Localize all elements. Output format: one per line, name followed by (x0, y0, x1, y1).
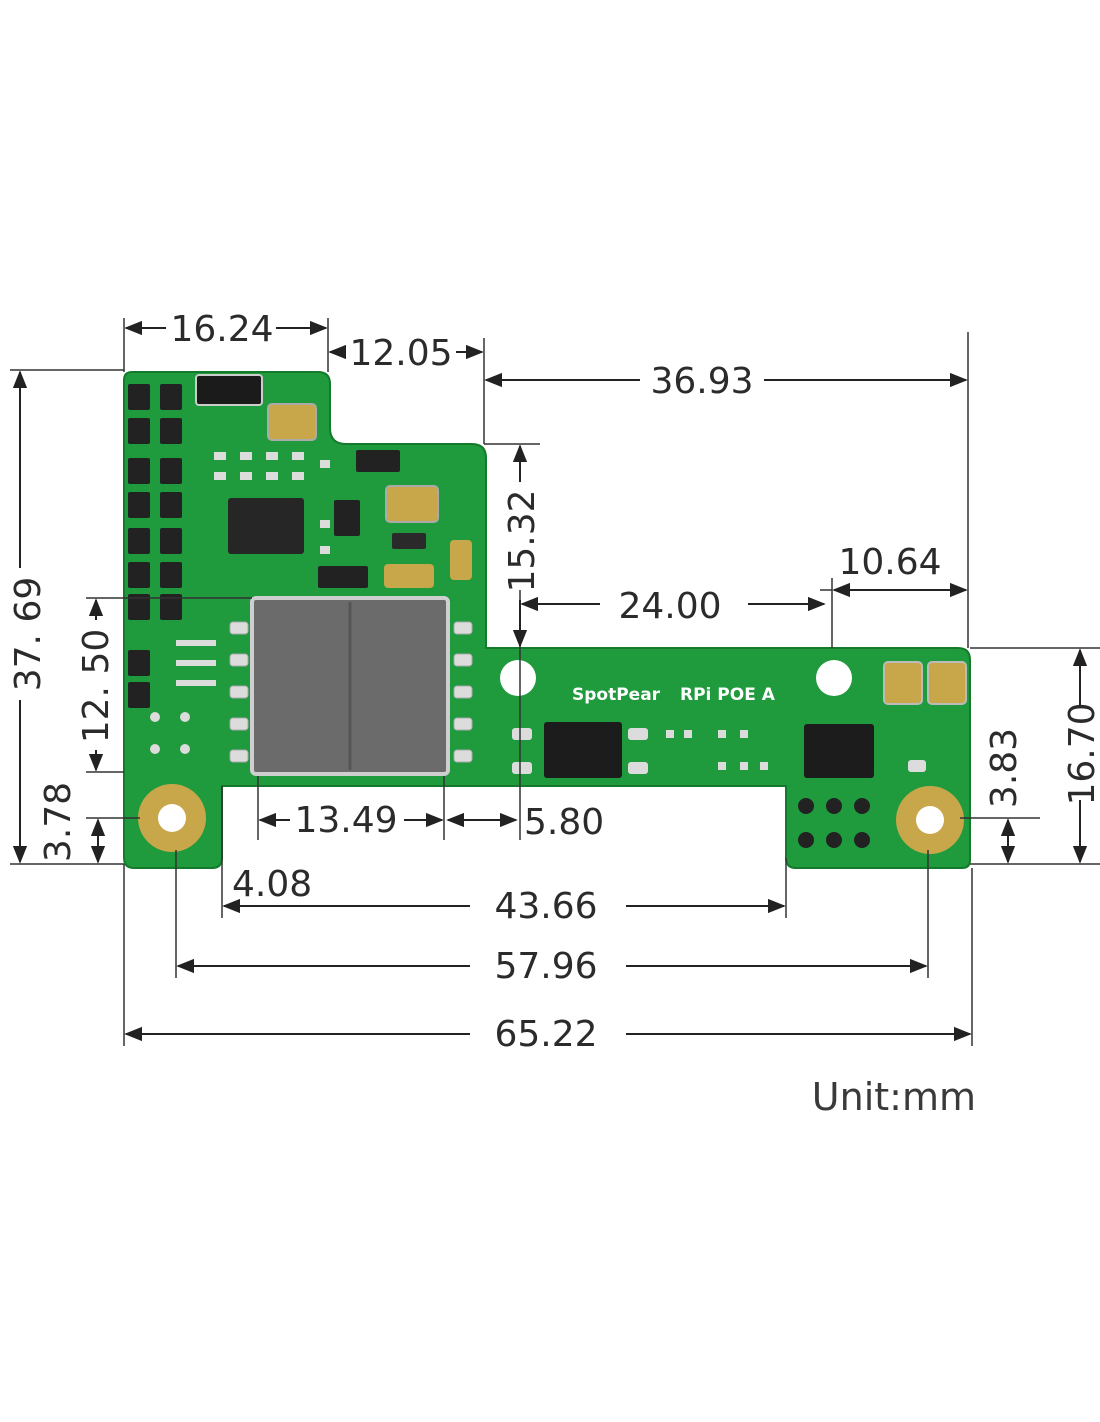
dim-right-height: 16.70 (1062, 702, 1100, 805)
unit-label: Unit:mm (812, 1075, 976, 1119)
mounting-hole-right (896, 786, 964, 854)
dim-bottom-gap: 43.66 (494, 886, 597, 927)
dim-transformer-width: 13.49 (294, 800, 397, 841)
ic-tab-left (544, 722, 622, 778)
tantalum-cap-top (267, 403, 317, 441)
ic-chip (228, 498, 304, 554)
transformer-pads (229, 621, 473, 763)
passive-pads (150, 452, 330, 754)
dim-hole-offset-left: 3.78 (38, 782, 79, 862)
dim-total-height: 37. 69 (8, 577, 49, 692)
dim-tab-gap: 24.00 (618, 586, 721, 627)
silkscreen-model: RPi POE A (680, 685, 776, 705)
silkscreen-brand: SpotPear (572, 685, 661, 705)
smd-column-left (128, 384, 182, 708)
sot-part (334, 500, 360, 536)
dim-notch-width: 12.05 (349, 333, 452, 374)
dimension-arrows (12, 320, 1088, 1042)
hole-right-tab (816, 660, 852, 696)
tab-passives (512, 728, 926, 774)
dim-right-top-width: 36.93 (650, 361, 753, 402)
extension-lines (10, 318, 1100, 1046)
dim-hole-spacing: 57.96 (494, 946, 597, 987)
dim-tab-right-width: 10.64 (838, 542, 941, 583)
ic-tab-right (804, 724, 874, 778)
cap-tab-2 (927, 661, 967, 705)
dim-top-left-width: 16.24 (170, 309, 273, 350)
tantalum-cap-low (384, 564, 434, 588)
hole-left-tab (500, 660, 536, 696)
dim-left-offset: 4.08 (232, 864, 312, 905)
small-ic (356, 450, 400, 472)
tantalum-cap-mid (385, 485, 439, 523)
cap-tab-1 (883, 661, 923, 705)
diode-low (318, 566, 368, 588)
dim-hole-offset-right: 3.83 (984, 728, 1025, 808)
diode-top (195, 374, 263, 406)
dim-total-width: 65.22 (494, 1014, 597, 1055)
cap-small (450, 540, 472, 580)
dim-spacing-5-80: 5.80 (524, 802, 604, 843)
dim-left-inner-height: 12. 50 (76, 629, 117, 744)
header-pins (798, 798, 870, 848)
mounting-hole-left (138, 784, 206, 852)
resistor-mid (392, 533, 426, 549)
dim-notch-height: 15.32 (502, 489, 543, 592)
